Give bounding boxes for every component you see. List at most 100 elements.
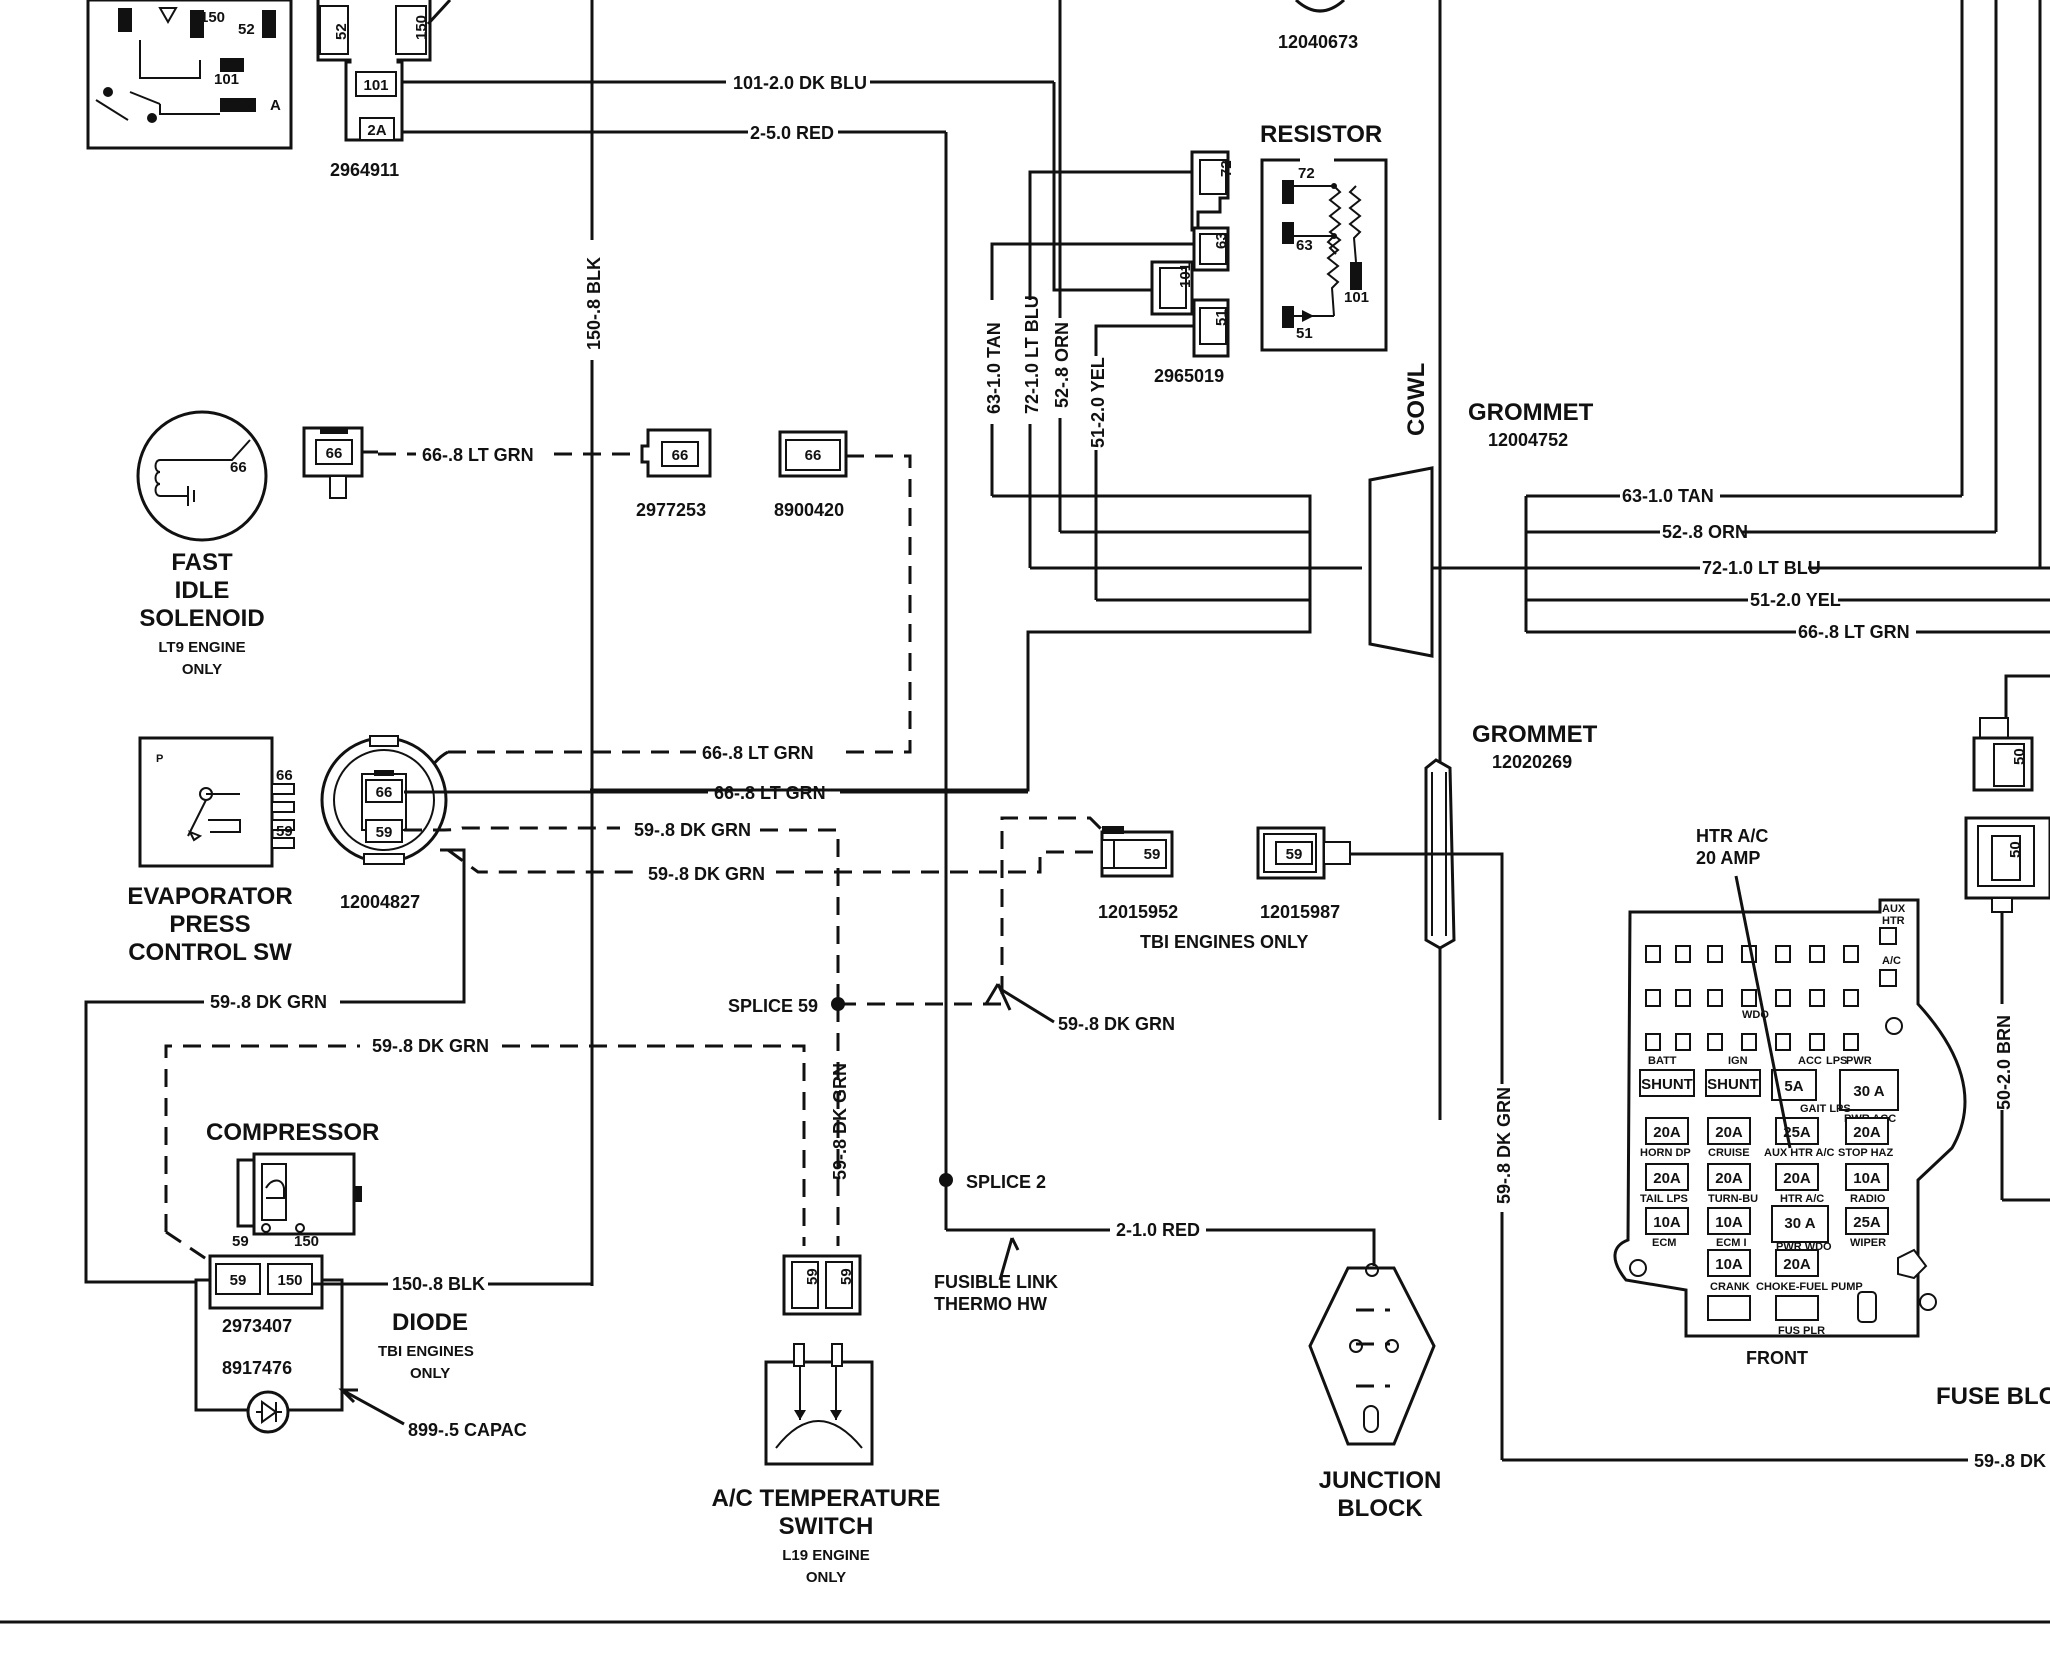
connector-8900420: 66 8900420 bbox=[774, 430, 848, 520]
fuse-label-turn: TURN-BU bbox=[1708, 1193, 1758, 1205]
connector-50-lower: 50 bbox=[1964, 816, 2050, 913]
relay-pin-150: 150 bbox=[200, 9, 225, 26]
wire-52-orn-right-label: 52-.8 ORN bbox=[1662, 522, 1748, 542]
fuse-25a-2: 25A bbox=[1853, 1214, 1881, 1231]
fuse-top-label-aux: AUX bbox=[1882, 903, 1906, 915]
fuse-label-fus-plr: FUS PLR bbox=[1778, 1325, 1825, 1337]
connector-8900420-label: 8900420 bbox=[774, 500, 844, 520]
grommet-1-part: 12004752 bbox=[1488, 430, 1568, 450]
wire-51-yel-right-label: 51-2.0 YEL bbox=[1750, 590, 1841, 610]
fast-idle-solenoid: 66 FAST IDLE SOLENOID LT9 ENGINE ONLY bbox=[136, 410, 268, 678]
pin-66-2977253: 66 bbox=[672, 447, 689, 464]
grommet-2-part: 12020269 bbox=[1492, 752, 1572, 772]
pin-52-label: 52 bbox=[333, 23, 350, 40]
fuse-20a-5: 20A bbox=[1715, 1170, 1743, 1187]
diode-pin-150: 150 bbox=[277, 1272, 302, 1289]
fuse-top-label-htr: HTR bbox=[1882, 915, 1905, 927]
connector-66-solenoid: 66 bbox=[302, 426, 378, 499]
wire-66-lt-grn-dashed-top: 66-.8 LT GRN bbox=[378, 445, 644, 465]
grommet-1-title: GROMMET bbox=[1468, 399, 1594, 426]
fuse-block-front-label: FRONT bbox=[1746, 1348, 1808, 1368]
compressor-pin-150: 150 bbox=[294, 1233, 319, 1250]
resistor: RESISTOR 72 63 101 51 bbox=[1260, 121, 1388, 352]
wire-59-solid-label: 59-.8 DK GRN bbox=[210, 992, 327, 1012]
wire-2-red-label: 2-5.0 RED bbox=[750, 123, 834, 143]
fuse-cavity-row-3 bbox=[1645, 1033, 1859, 1051]
wire-72-lt-blu-right-label: 72-1.0 LT BLU bbox=[1702, 558, 1821, 578]
evaporator-pin-59: 59 bbox=[276, 823, 293, 840]
junction-block-title-2: BLOCK bbox=[1337, 1495, 1423, 1522]
connector-12015987: 59 12015987 bbox=[1256, 826, 1351, 922]
compressor: COMPRESSOR 59 150 bbox=[206, 1119, 379, 1250]
relay-pin-2: 2 bbox=[246, 97, 254, 114]
fuse-label-choke: CHOKE-FUEL PUMP bbox=[1756, 1281, 1863, 1293]
ac-temp-note-1: L19 ENGINE bbox=[782, 1547, 870, 1564]
evaporator-title-1: EVAPORATOR bbox=[127, 883, 292, 910]
fuse-30a-2: 30 A bbox=[1784, 1215, 1815, 1232]
grommet-2-title: GROMMET bbox=[1472, 721, 1598, 748]
splice-59-label: SPLICE 59 bbox=[728, 996, 818, 1016]
fuse-10a-4: 10A bbox=[1715, 1256, 1743, 1273]
cowl-label: COWL bbox=[1403, 363, 1430, 436]
pin-101-resistor-label: 101 bbox=[1177, 263, 1194, 288]
relay-pin-52: 52 bbox=[238, 21, 255, 38]
fuse-10a-1: 10A bbox=[1853, 1170, 1881, 1187]
evaporator-title-2: PRESS bbox=[169, 911, 250, 938]
wire-101-label: 101-2.0 DK BLU bbox=[733, 73, 867, 93]
pin-150-label: 150 bbox=[413, 15, 430, 40]
fuse-label-radio: RADIO bbox=[1850, 1193, 1886, 1205]
grommet-12004752: GROMMET 12004752 bbox=[1368, 399, 1594, 660]
wire-51-yel-label: 51-2.0 YEL bbox=[1088, 357, 1108, 448]
fast-idle-title-3: SOLENOID bbox=[139, 605, 264, 632]
fuse-10a-3: 10A bbox=[1715, 1214, 1743, 1231]
wire-150-blk: 150-.8 BLK bbox=[584, 0, 604, 1286]
diode-title: DIODE bbox=[392, 1309, 468, 1336]
fusible-link-label-1: FUSIBLE LINK bbox=[934, 1272, 1058, 1292]
fuse-20a-6: 20A bbox=[1783, 1256, 1811, 1273]
fuse-label-pwr: PWR bbox=[1846, 1055, 1872, 1067]
connector-12015987-label: 12015987 bbox=[1260, 902, 1340, 922]
pin-101-label: 101 bbox=[363, 77, 388, 94]
diode-pin-59: 59 bbox=[230, 1272, 247, 1289]
diode-note-2: ONLY bbox=[410, 1365, 450, 1382]
wire-59-vertical-label: 59-.8 DK GRN bbox=[830, 1063, 850, 1180]
wire-2-red: 2-5.0 RED bbox=[402, 123, 948, 1230]
fast-idle-note-1: LT9 ENGINE bbox=[158, 639, 245, 656]
diode-part-b: 8917476 bbox=[222, 1358, 292, 1378]
wire-150-blk-label: 150-.8 BLK bbox=[584, 257, 604, 350]
wire-2-1-red-label: 2-1.0 RED bbox=[1116, 1220, 1200, 1240]
wire-59-dk-grn-label-2: 59-.8 DK GRN bbox=[648, 864, 765, 884]
wire-66-lt-grn-solid bbox=[590, 496, 1312, 792]
fuse-cavity-row-2 bbox=[1645, 989, 1859, 1007]
wire-72-lt-blu: 72-1.0 LT BLU bbox=[1022, 170, 1362, 570]
resistor-pin-63: 63 bbox=[1296, 237, 1313, 254]
fuse-block: AUX HTR A/C WDO BATT IGN ACC LPS PWR bbox=[1613, 826, 2050, 1410]
compressor-pin-59: 59 bbox=[232, 1233, 249, 1250]
fuse-label-ecm-i: ECM I bbox=[1716, 1237, 1747, 1249]
fusible-link-label-2: THERMO HW bbox=[934, 1294, 1047, 1314]
evaporator-press-control-switch: P 66 59 EVAPORATOR PRESS CONTROL SW bbox=[127, 736, 295, 966]
fuse-20a-2: 20A bbox=[1715, 1124, 1743, 1141]
diode-part-a: 2973407 bbox=[222, 1316, 292, 1336]
diode-note-1: TBI ENGINES bbox=[378, 1343, 474, 1360]
wire-63-tan-right-label: 63-1.0 TAN bbox=[1622, 486, 1714, 506]
fuse-20a-htr-ac: 20A bbox=[1783, 1170, 1811, 1187]
fuse-label-batt: BATT bbox=[1648, 1055, 1677, 1067]
ac-temp-pin-59b: 59 bbox=[838, 1268, 855, 1285]
relay-pin-101: 101 bbox=[214, 71, 239, 88]
wire-63-tan-label: 63-1.0 TAN bbox=[984, 322, 1004, 414]
fast-idle-title-1: FAST bbox=[171, 549, 233, 576]
wire-899-label: 899-.5 CAPAC bbox=[408, 1420, 527, 1440]
ac-temp-title-1: A/C TEMPERATURE bbox=[712, 1485, 941, 1512]
pin-2a-label: 2A bbox=[367, 122, 386, 139]
fuse-25a-1: 25A bbox=[1783, 1124, 1811, 1141]
wire-59-compressor-label: 59-.8 DK GRN bbox=[372, 1036, 489, 1056]
fuse-20a-4: 20A bbox=[1653, 1170, 1681, 1187]
pin-72-label: 72 bbox=[1218, 160, 1235, 177]
splice-2-dot bbox=[939, 1173, 953, 1187]
pin-50-upper: 50 bbox=[2011, 748, 2028, 765]
resistor-title: RESISTOR bbox=[1260, 121, 1382, 148]
pin-51-label: 51 bbox=[1213, 309, 1230, 326]
fuse-label-ign: IGN bbox=[1728, 1055, 1748, 1067]
